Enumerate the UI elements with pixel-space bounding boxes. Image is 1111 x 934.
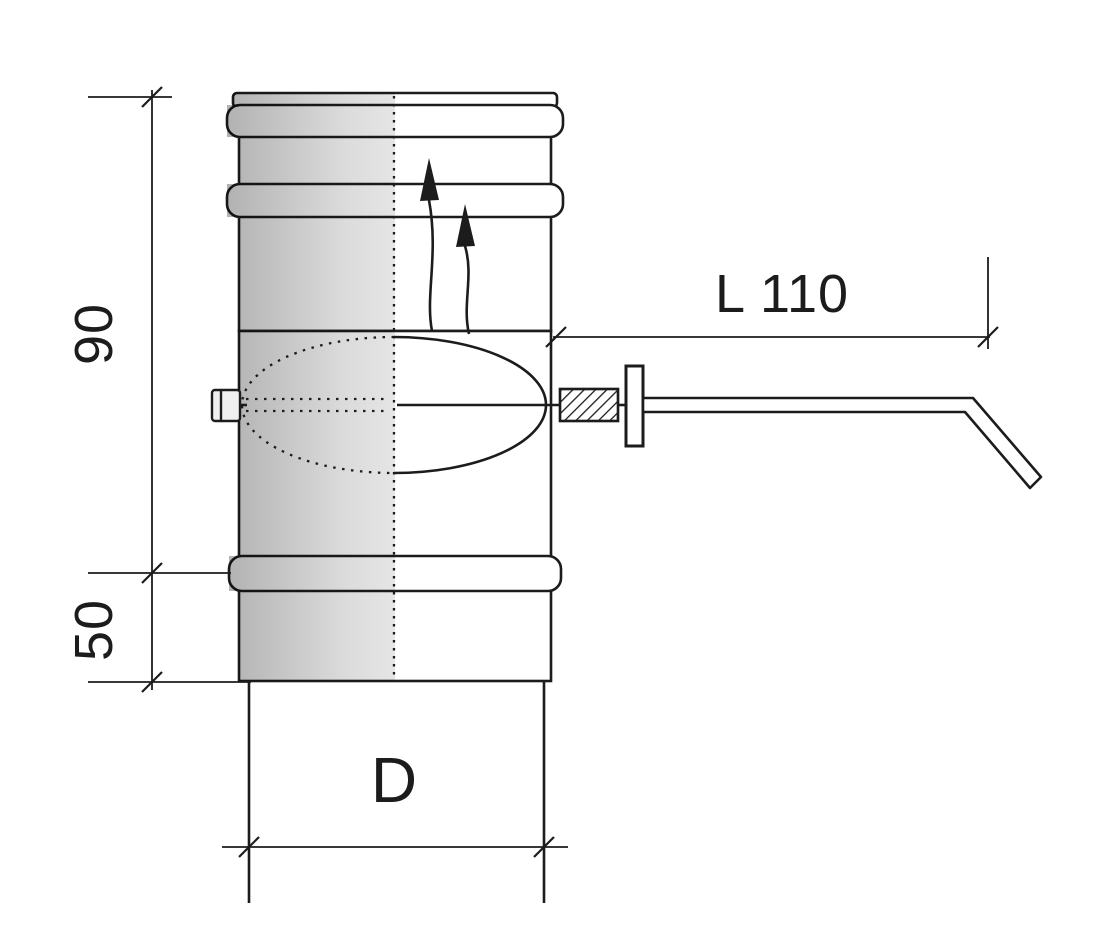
handle-assembly xyxy=(558,364,1043,490)
shading-lip xyxy=(233,93,239,107)
tick-handle-left xyxy=(545,326,567,348)
shading-lower-bead xyxy=(229,556,239,591)
axle-bolt-head xyxy=(210,388,242,423)
dim-L110-label: L 110 xyxy=(715,264,849,324)
handle-lock-plate xyxy=(624,364,645,448)
shading-top-bead xyxy=(227,105,239,137)
airflow-arrow-1-head-icon xyxy=(420,158,439,201)
spring-hatch xyxy=(558,387,620,423)
tick-handle-right xyxy=(977,326,999,348)
tick-bottom xyxy=(141,671,163,693)
dim-50-label: 50 xyxy=(64,599,124,661)
tick-diameter-left xyxy=(238,836,260,858)
airflow-arrow-2-shaft xyxy=(463,245,471,335)
dimensions: 90 50 L 110 D xyxy=(64,86,999,858)
axle-bolt xyxy=(210,388,242,423)
dimension-diameter: D xyxy=(222,744,568,858)
shading-body xyxy=(239,93,395,681)
tick-middle xyxy=(141,562,163,584)
airflow-arrow-2-head-icon xyxy=(456,204,475,247)
airflow-arrows xyxy=(420,158,475,335)
handle-rod xyxy=(641,396,1043,490)
dimension-90-50: 90 50 xyxy=(64,86,251,693)
dim-D-label: D xyxy=(371,744,417,816)
airflow-arrow-1-shaft xyxy=(427,199,435,332)
tick-top xyxy=(141,86,163,108)
dim-90-label: 90 xyxy=(64,303,124,365)
dimension-handle-length: L 110 xyxy=(545,257,999,349)
drawing-root: 90 50 L 110 D xyxy=(64,86,1043,903)
section-shading xyxy=(227,93,395,681)
shading-second-bead xyxy=(227,184,239,217)
tick-diameter-right xyxy=(533,836,555,858)
